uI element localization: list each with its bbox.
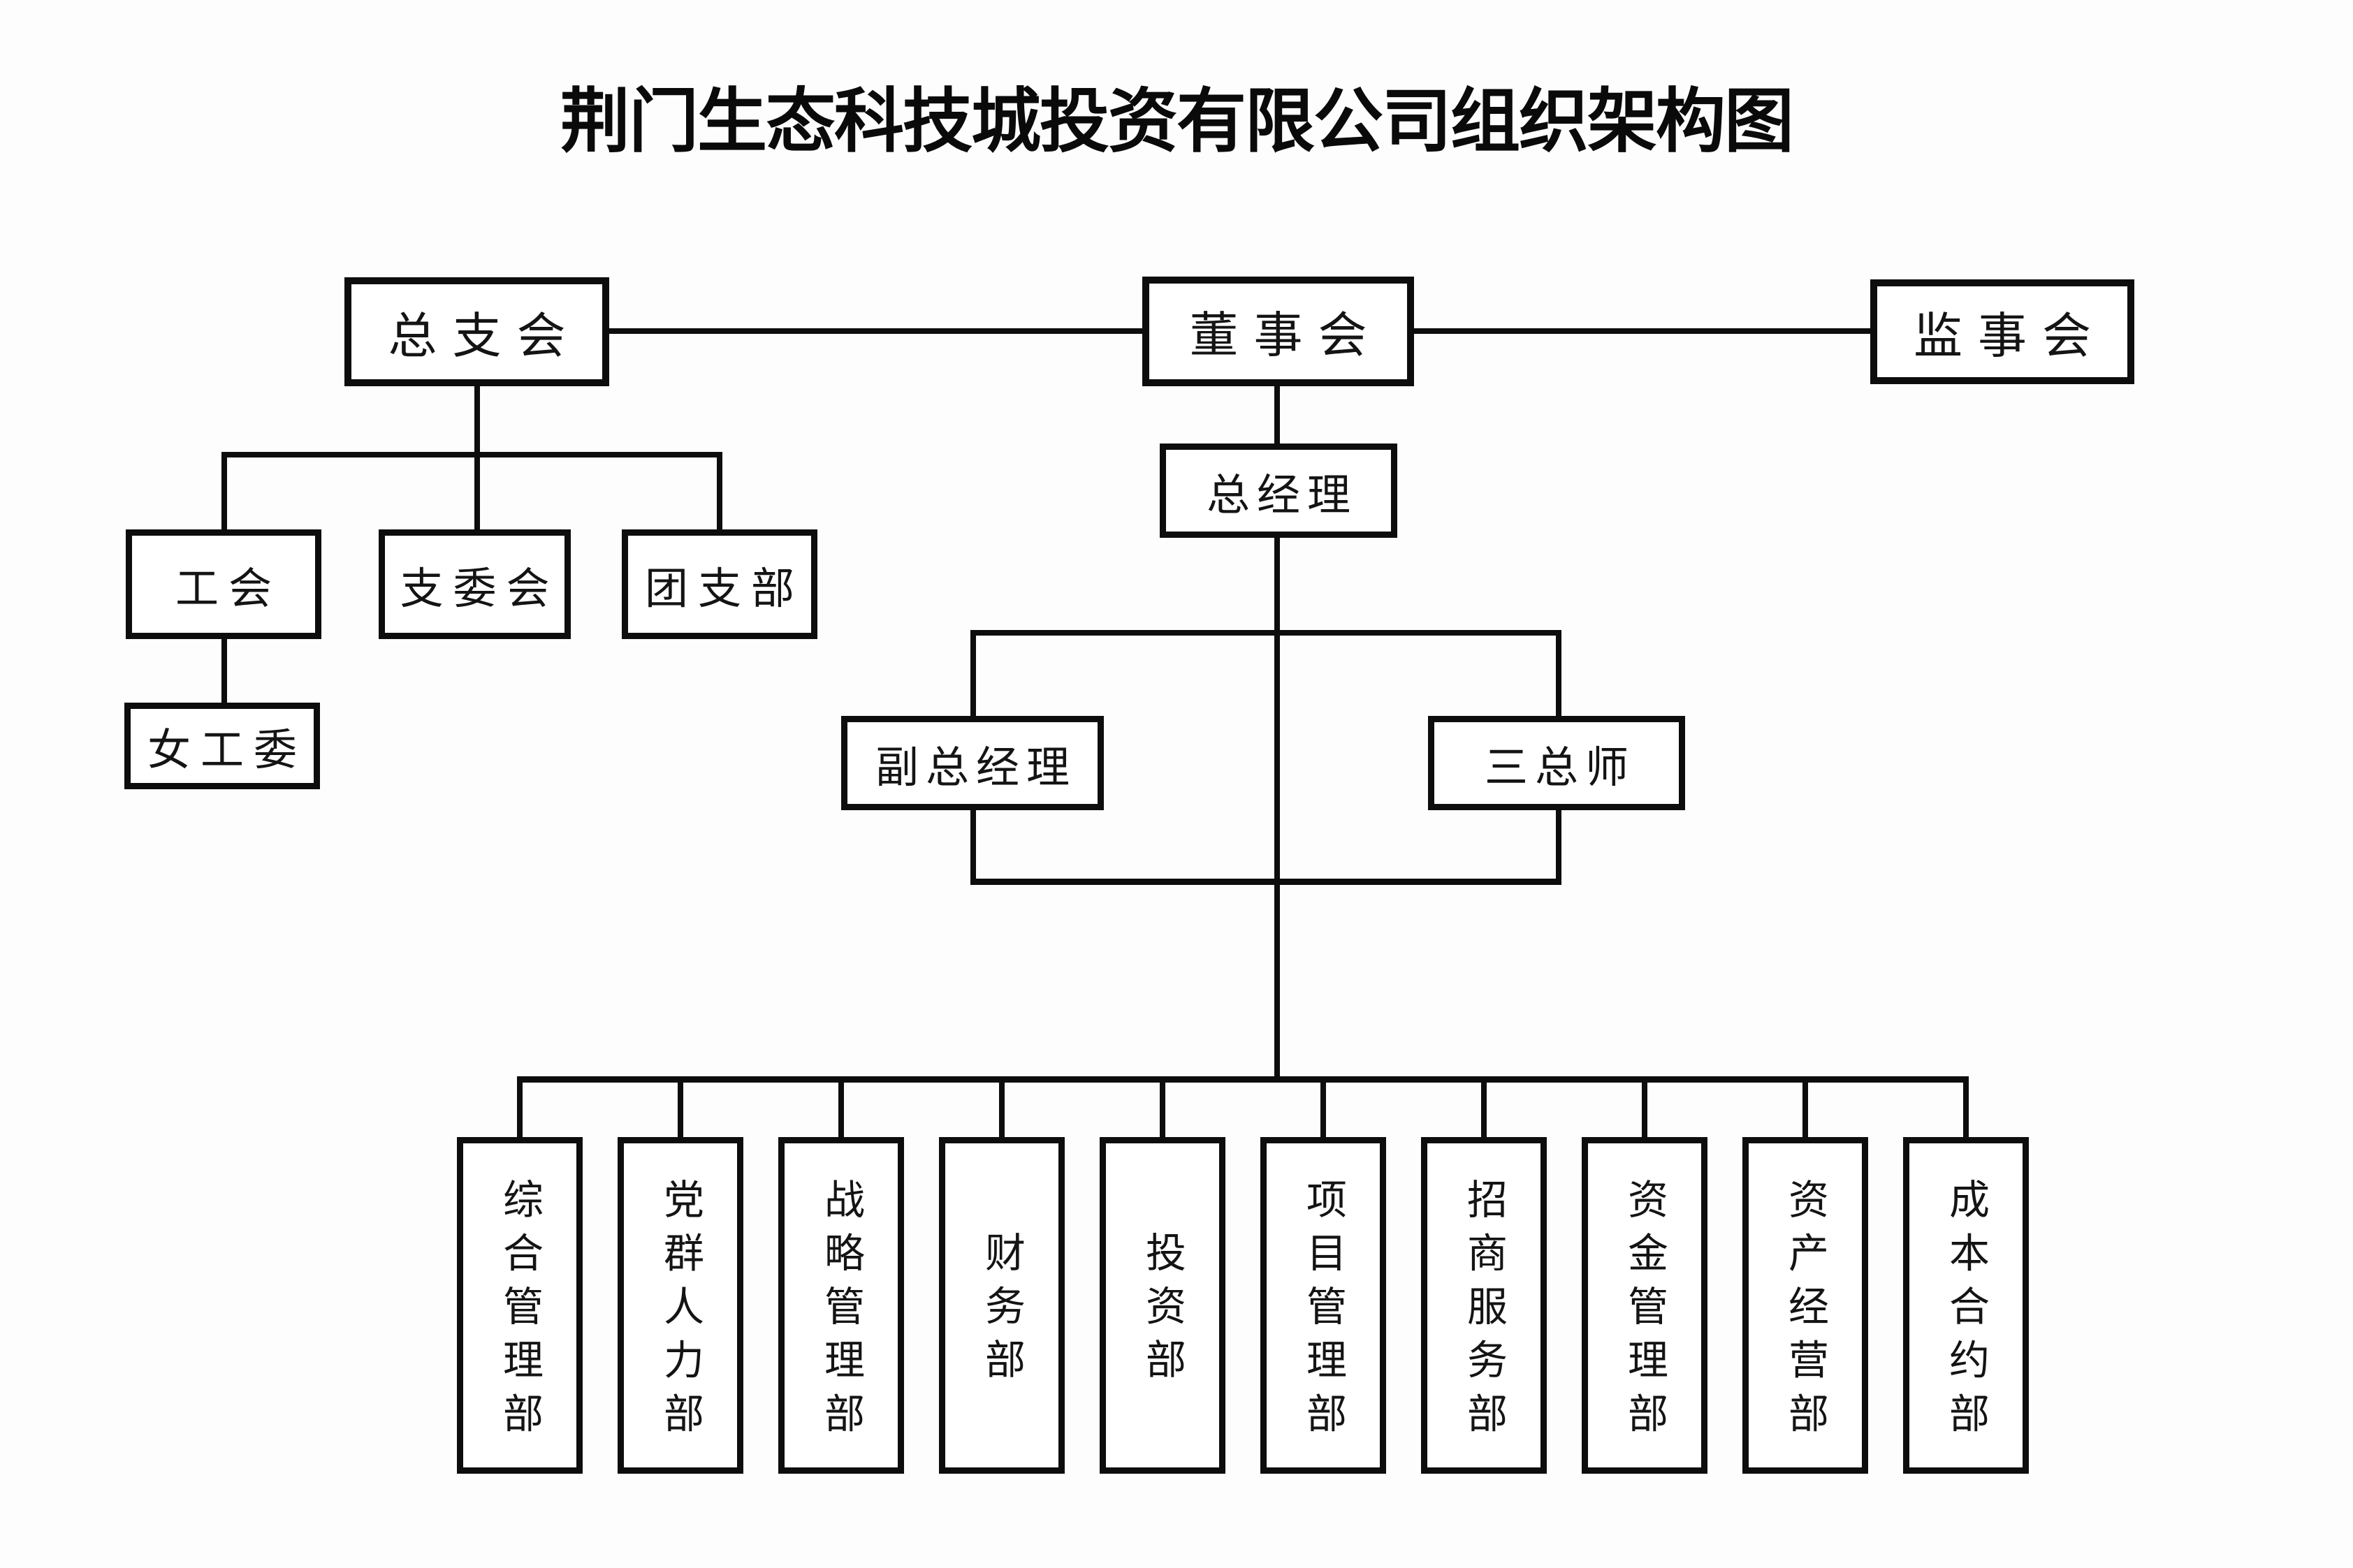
node-youth-league-branch: 团支部	[622, 529, 817, 639]
connector-line	[1160, 1079, 1165, 1137]
node-party-general-branch: 总支会	[344, 277, 609, 386]
connector-line	[970, 810, 976, 884]
connector-line	[221, 452, 722, 457]
connector-line	[1802, 1079, 1808, 1137]
connector-line	[678, 1079, 683, 1137]
node-department: 党群人力部	[618, 1137, 743, 1474]
node-branch-committee: 支委会	[379, 529, 571, 639]
node-department: 成本合约部	[1903, 1137, 2029, 1474]
connector-line	[717, 452, 722, 529]
node-labor-union: 工会	[126, 529, 321, 639]
node-department: 项目管理部	[1260, 1137, 1386, 1474]
connector-line	[517, 1076, 1969, 1083]
connector-line	[1642, 1079, 1647, 1137]
node-department: 战略管理部	[778, 1137, 904, 1474]
connector-line	[1481, 1079, 1487, 1137]
node-women-workers-committee: 女工委	[124, 703, 320, 789]
connector-line	[609, 328, 1142, 334]
connector-line	[221, 639, 227, 703]
node-deputy-general-manager: 副总经理	[841, 716, 1104, 810]
connector-line	[517, 1079, 523, 1137]
connector-line	[1556, 630, 1561, 716]
connector-line	[999, 1079, 1005, 1137]
connector-line	[474, 386, 480, 529]
connector-line	[1274, 386, 1280, 444]
node-department: 招商服务部	[1421, 1137, 1547, 1474]
connector-line	[970, 630, 976, 716]
connector-line	[1556, 810, 1561, 884]
node-department: 资产经营部	[1742, 1137, 1868, 1474]
connector-line	[838, 1079, 844, 1137]
connector-line	[970, 879, 1561, 885]
connector-line	[1963, 1079, 1969, 1137]
connector-line	[1274, 538, 1280, 1081]
node-department: 财务部	[939, 1137, 1065, 1474]
node-general-manager: 总经理	[1160, 444, 1397, 538]
connector-line	[1414, 328, 1870, 334]
node-department: 综合管理部	[457, 1137, 583, 1474]
node-three-chief-engineers: 三总师	[1428, 716, 1685, 810]
node-board-of-supervisors: 监事会	[1870, 279, 2134, 384]
node-department: 投资部	[1100, 1137, 1225, 1474]
connector-line	[221, 452, 227, 529]
node-department: 资金管理部	[1582, 1137, 1707, 1474]
chart-title: 荆门生态科技城投资有限公司组织架构图	[560, 80, 1794, 162]
node-board-of-directors: 董事会	[1142, 277, 1414, 386]
connector-line	[1320, 1079, 1326, 1137]
connector-line	[970, 630, 1561, 636]
